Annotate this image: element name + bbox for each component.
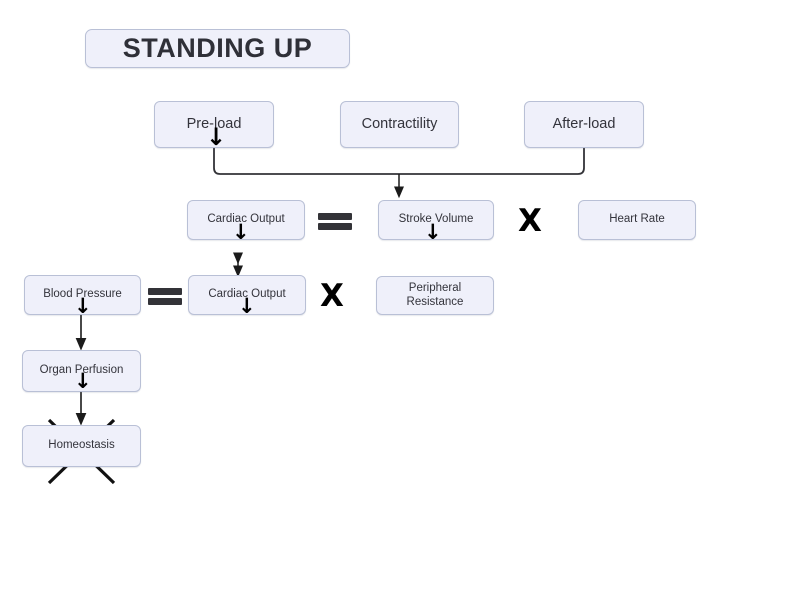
node-cardiac-output-upper[interactable]: Cardiac Output	[187, 200, 305, 240]
node-preload-label: Pre-load	[186, 116, 242, 133]
node-cardiac-output-upper-label: Cardiac Output	[207, 213, 285, 226]
node-homeostasis[interactable]: Homeostasis	[22, 425, 141, 467]
node-heart-rate[interactable]: Heart Rate	[578, 200, 696, 240]
equals-sign-1-bars	[318, 213, 352, 230]
node-peripheral-resistance[interactable]: Peripheral Resistance	[376, 276, 494, 315]
node-blood-pressure[interactable]: Blood Pressure	[24, 275, 141, 315]
node-blood-pressure-label: Blood Pressure	[43, 288, 122, 301]
node-stroke-volume[interactable]: Stroke Volume	[378, 200, 494, 240]
node-preload[interactable]: Pre-load	[154, 101, 274, 148]
node-cardiac-output-lower-label: Cardiac Output	[208, 288, 286, 301]
multiply-sign-2: X	[320, 278, 344, 314]
page-title: STANDING UP	[85, 29, 350, 68]
multiply-sign-1: X	[518, 203, 542, 239]
node-organ-perfusion-label: Organ Perfusion	[39, 364, 124, 377]
node-homeostasis-label: Homeostasis	[48, 439, 115, 452]
node-heart-rate-label: Heart Rate	[609, 213, 665, 226]
connector-preload-afterload-to-stroke-volume	[213, 147, 585, 199]
equals-sign-2	[148, 288, 182, 305]
node-afterload[interactable]: After-load	[524, 101, 644, 148]
node-contractility-label: Contractility	[361, 116, 438, 133]
node-stroke-volume-label: Stroke Volume	[398, 213, 474, 226]
node-organ-perfusion[interactable]: Organ Perfusion	[22, 350, 141, 392]
node-cardiac-output-lower[interactable]: Cardiac Output	[188, 275, 306, 315]
node-peripheral-resistance-label: Peripheral Resistance	[406, 282, 464, 308]
node-contractility[interactable]: Contractility	[340, 101, 459, 148]
node-afterload-label: After-load	[552, 116, 616, 133]
page-title-label: STANDING UP	[122, 32, 313, 63]
